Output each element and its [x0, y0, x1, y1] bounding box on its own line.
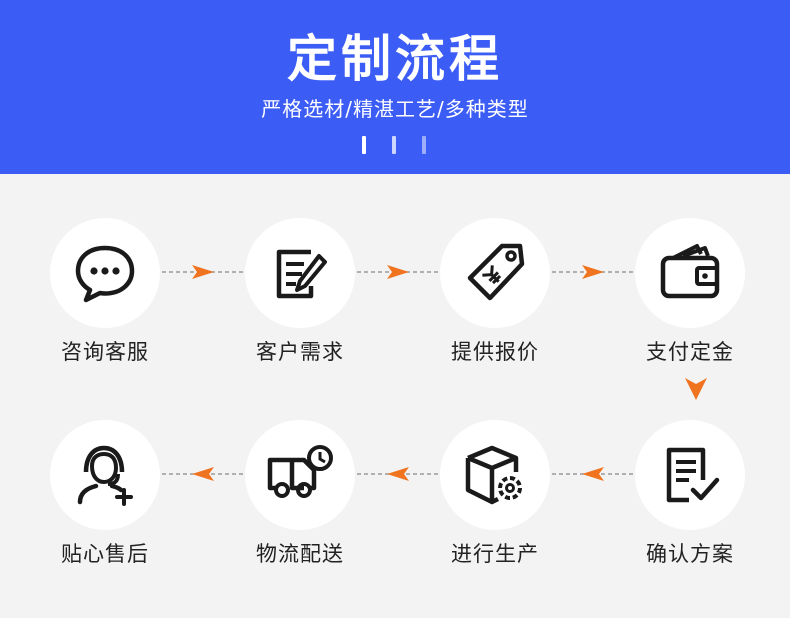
delivery-truck-icon	[245, 420, 355, 530]
page-title: 定制流程	[287, 30, 503, 88]
step-confirm: 确认方案	[630, 420, 750, 580]
step-requirements: 客户需求	[240, 218, 360, 378]
box-gear-icon	[440, 420, 550, 530]
arrow-right-icon	[162, 265, 244, 279]
arrow-left-icon	[552, 467, 634, 481]
step-label: 支付定金	[646, 340, 734, 364]
step-label: 贴心售后	[61, 542, 149, 566]
arrow-left-icon	[162, 467, 244, 481]
step-label: 客户需求	[256, 340, 344, 364]
step-after-sales: 贴心售后	[45, 420, 165, 580]
step-label: 咨询客服	[61, 340, 149, 364]
arrow-left-icon	[357, 467, 439, 481]
step-quote: 提供报价	[435, 218, 555, 378]
step-label: 进行生产	[451, 542, 539, 566]
arrow-down-icon	[685, 378, 707, 400]
chat-bubble-icon	[50, 218, 160, 328]
document-check-icon	[635, 420, 745, 530]
document-pen-icon	[245, 218, 355, 328]
page-subtitle: 严格选材/精湛工艺/多种类型	[261, 97, 529, 121]
step-production: 进行生产	[435, 420, 555, 580]
step-delivery: 物流配送	[240, 420, 360, 580]
price-tag-icon	[440, 218, 550, 328]
decorative-bars	[362, 136, 432, 156]
arrow-right-icon	[357, 265, 439, 279]
wallet-icon	[635, 218, 745, 328]
arrow-right-icon	[552, 265, 634, 279]
header-banner: 定制流程 严格选材/精湛工艺/多种类型	[0, 0, 790, 174]
step-label: 物流配送	[256, 542, 344, 566]
step-label: 确认方案	[646, 542, 734, 566]
customer-service-headset-icon	[50, 420, 160, 530]
step-label: 提供报价	[451, 340, 539, 364]
step-deposit: 支付定金	[630, 218, 750, 378]
step-consult: 咨询客服	[45, 218, 165, 378]
